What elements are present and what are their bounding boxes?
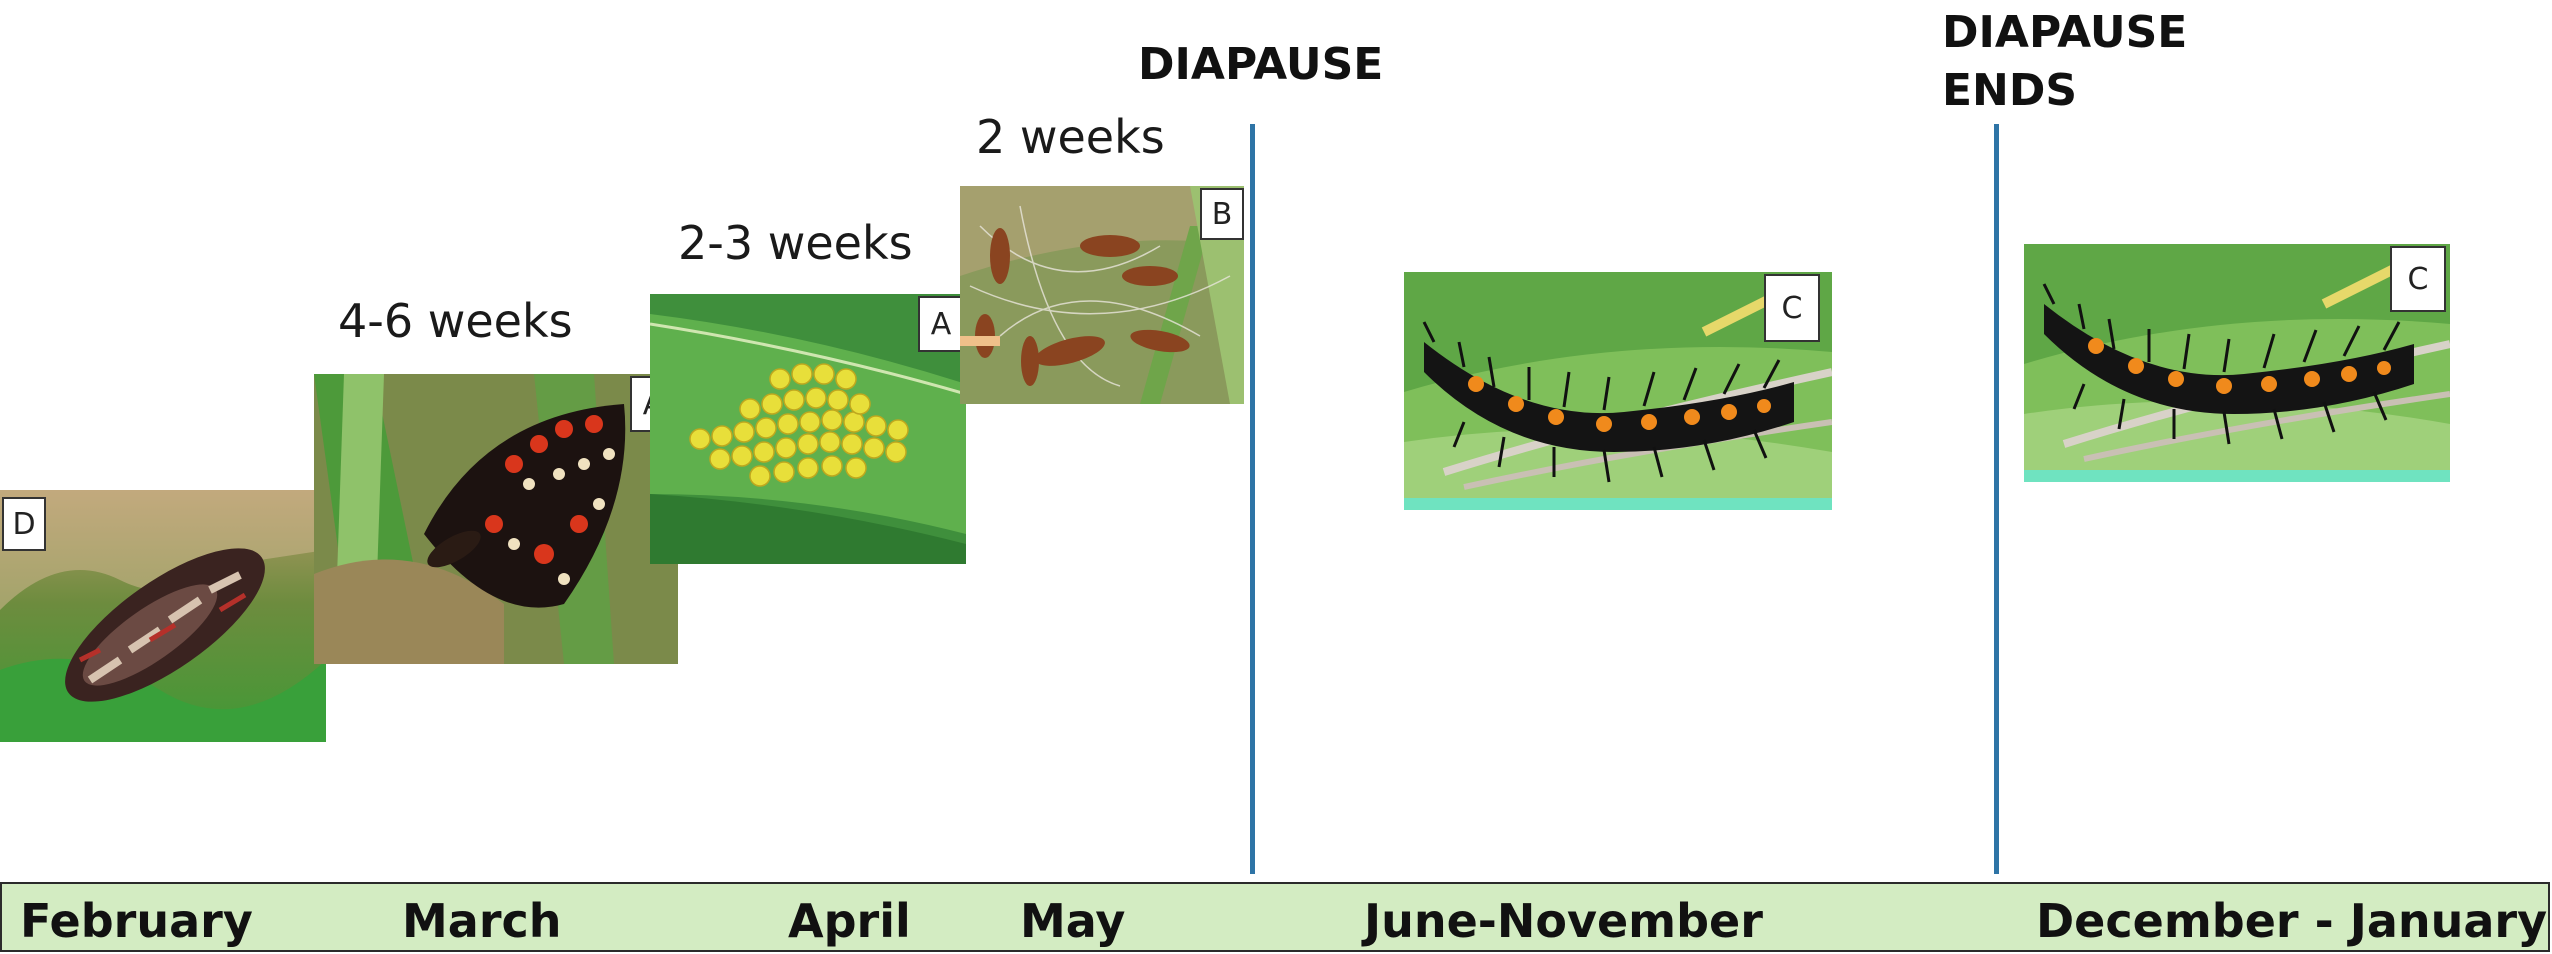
adult-duration-label: 4-6 weeks xyxy=(338,294,573,348)
post-diapause-larva-tag: C xyxy=(2390,246,2446,312)
diapause-start-divider xyxy=(1250,124,1255,874)
month-december-january: December - January xyxy=(2036,894,2547,948)
larva-duration-label: 2 weeks xyxy=(976,110,1165,164)
adult-butterfly-photo xyxy=(314,374,678,664)
post-diapause-larva-photo xyxy=(2024,244,2450,482)
month-june-november: June-November xyxy=(1364,894,1763,948)
month-february: February xyxy=(20,894,253,948)
egg-duration-label: 2-3 weeks xyxy=(678,216,913,270)
diapause-ends-label: DIAPAUSE ENDS xyxy=(1942,4,2187,120)
diapause-end-divider xyxy=(1994,124,1999,874)
diapause-larva-tag: C xyxy=(1764,274,1820,342)
pupa-photo xyxy=(0,490,326,742)
month-april: April xyxy=(788,894,911,948)
diapause-label: DIAPAUSE xyxy=(1138,36,1383,94)
eggs-tag: A xyxy=(918,296,964,352)
month-march: March xyxy=(402,894,562,948)
pupa-tag: D xyxy=(2,497,46,551)
young-larvae-tag: B xyxy=(1200,188,1244,240)
month-may: May xyxy=(1020,894,1125,948)
